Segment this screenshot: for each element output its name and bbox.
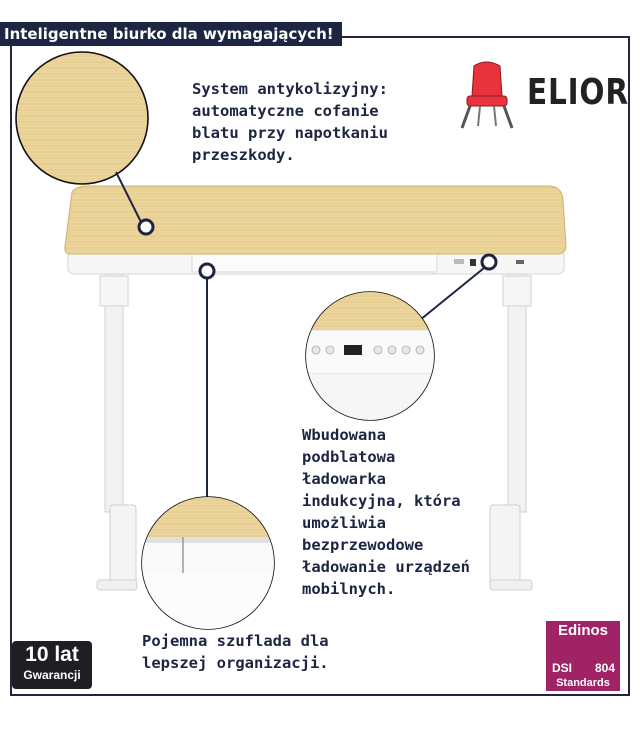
callout-line: przeszkody.: [192, 146, 295, 164]
callout-line: bezprzewodowe: [302, 536, 424, 554]
callout-line: ładowanie urządzeń: [302, 558, 470, 576]
zoom-circle-wood: [15, 51, 149, 185]
warranty-label: Gwarancji: [23, 668, 81, 682]
page-title: Inteligentne biurko dla wymagających!: [0, 22, 342, 46]
callout-line: Pojemna szuflada dla: [142, 632, 329, 650]
callout-anti-collision: System antykolizyjny: automatyczne cofan…: [192, 78, 388, 166]
zoom-circle-drawer: [141, 496, 275, 630]
hotspot-marker: [137, 218, 155, 236]
zoom-circle-control-panel: [305, 291, 435, 421]
hotspot-marker: [480, 253, 498, 271]
edinos-dsi: DSI: [552, 661, 573, 675]
edinos-standards: Standards: [556, 677, 610, 689]
brand-logo-text: ELIOR: [527, 72, 629, 113]
callout-line: ładowarka: [302, 470, 386, 488]
callout-line: blatu przy napotkaniu: [192, 124, 388, 142]
warranty-years: 10 lat: [25, 643, 79, 666]
callout-drawer: Pojemna szuflada dla lepszej organizacji…: [142, 630, 329, 674]
callout-line: lepszej organizacji.: [142, 654, 329, 672]
callout-line: automatyczne cofanie: [192, 102, 379, 120]
chair-icon: [460, 61, 514, 129]
callout-line: System antykolizyjny:: [192, 80, 388, 98]
hotspot-marker: [198, 262, 216, 280]
connector-line: [115, 171, 142, 223]
callout-line: podblatowa: [302, 448, 396, 466]
desk-leg-left: [96, 271, 138, 591]
callout-charger: Wbudowana podblatowa ładowarka indukcyjn…: [302, 424, 470, 600]
edinos-number: 804: [594, 661, 615, 675]
connector-line: [419, 267, 485, 321]
callout-line: Wbudowana: [302, 426, 386, 444]
brand-logo: ELIOR: [455, 58, 628, 134]
callout-line: indukcyjna, która: [302, 492, 461, 510]
warranty-badge: 10 lat Gwarancji: [12, 641, 92, 689]
desk-top: [64, 185, 567, 255]
desk-leg-right: [489, 271, 533, 591]
edinos-standards-badge: Edinos DSI 804 Standards: [546, 621, 620, 691]
edinos-name: Edinos: [557, 622, 608, 639]
callout-line: mobilnych.: [302, 580, 396, 598]
callout-line: umożliwia: [302, 514, 386, 532]
